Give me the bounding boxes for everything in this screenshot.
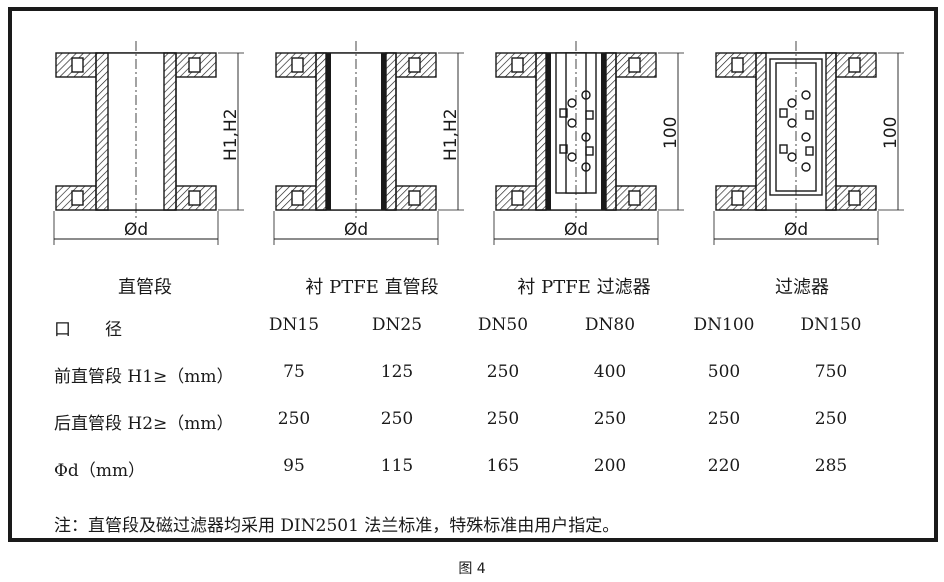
table-cell: 165 [486, 456, 520, 476]
table-cell: 125 [380, 362, 414, 382]
dim-h-label-2: H1,H2 [441, 108, 461, 161]
table-cell: 250 [486, 362, 520, 382]
table-header-cell: DN80 [584, 315, 636, 335]
table-header-cell: DN100 [693, 315, 755, 335]
caption-ptfe-filter: 衬 PTFE 过滤器 [517, 277, 651, 298]
table-cell: 250 [486, 409, 520, 429]
table-cell: 250 [593, 409, 627, 429]
table-cell: 285 [814, 456, 848, 476]
dim-d-label-3: Ød [564, 220, 588, 240]
drawing-ptfe-filter [493, 41, 684, 245]
dim-100-label-4: 100 [881, 117, 901, 149]
caption-ptfe-straight-pipe: 衬 PTFE 直管段 [305, 277, 439, 298]
table-row-label-h2: 后直管段 H2≥（mm） [54, 414, 234, 434]
figure-caption: 图 4 [458, 561, 486, 577]
drawing-straight-pipe [53, 41, 244, 245]
figure-frame: Ød H1,H2 Ød H1,H2 [8, 7, 938, 542]
table-cell: 250 [707, 409, 741, 429]
dim-100-label-3: 100 [661, 117, 681, 149]
dim-h-label-1: H1,H2 [221, 108, 241, 161]
dim-d-label-4: Ød [784, 220, 808, 240]
table-row-label-phi-d: Φd（mm） [54, 461, 146, 481]
footnote: 注：直管段及磁过滤器均采用 DIN2501 法兰标准，特殊标准由用户指定。 [54, 516, 620, 536]
table-header-cell: DN15 [268, 315, 320, 335]
dim-d-label-1: Ød [124, 220, 148, 240]
table-cell: 200 [593, 456, 627, 476]
caption-filter: 过滤器 [775, 277, 829, 298]
table-header-cell: DN50 [477, 315, 529, 335]
drawing-filter [713, 41, 904, 245]
table-cell: 95 [283, 456, 305, 476]
table-cell: 75 [283, 362, 305, 382]
table-header-cell: DN25 [371, 315, 423, 335]
table-cell: 750 [814, 362, 848, 382]
table-cell: 250 [380, 409, 414, 429]
table-cell: 250 [277, 409, 311, 429]
table-cell: 115 [380, 456, 414, 476]
dim-d-label-2: Ød [344, 220, 368, 240]
flange-drawings: Ød H1,H2 Ød H1,H2 [53, 41, 904, 245]
table-row-label-h1: 前直管段 H1≥（mm） [54, 367, 234, 387]
table-cell: 500 [707, 362, 741, 382]
table-cell: 250 [814, 409, 848, 429]
drawing-ptfe-straight-pipe [273, 41, 464, 245]
table-header-label: 口 径 [54, 320, 122, 340]
table-header-cell: DN150 [800, 315, 862, 335]
caption-straight-pipe: 直管段 [118, 277, 172, 298]
table-cell: 220 [707, 456, 741, 476]
table-cell: 400 [593, 362, 627, 382]
